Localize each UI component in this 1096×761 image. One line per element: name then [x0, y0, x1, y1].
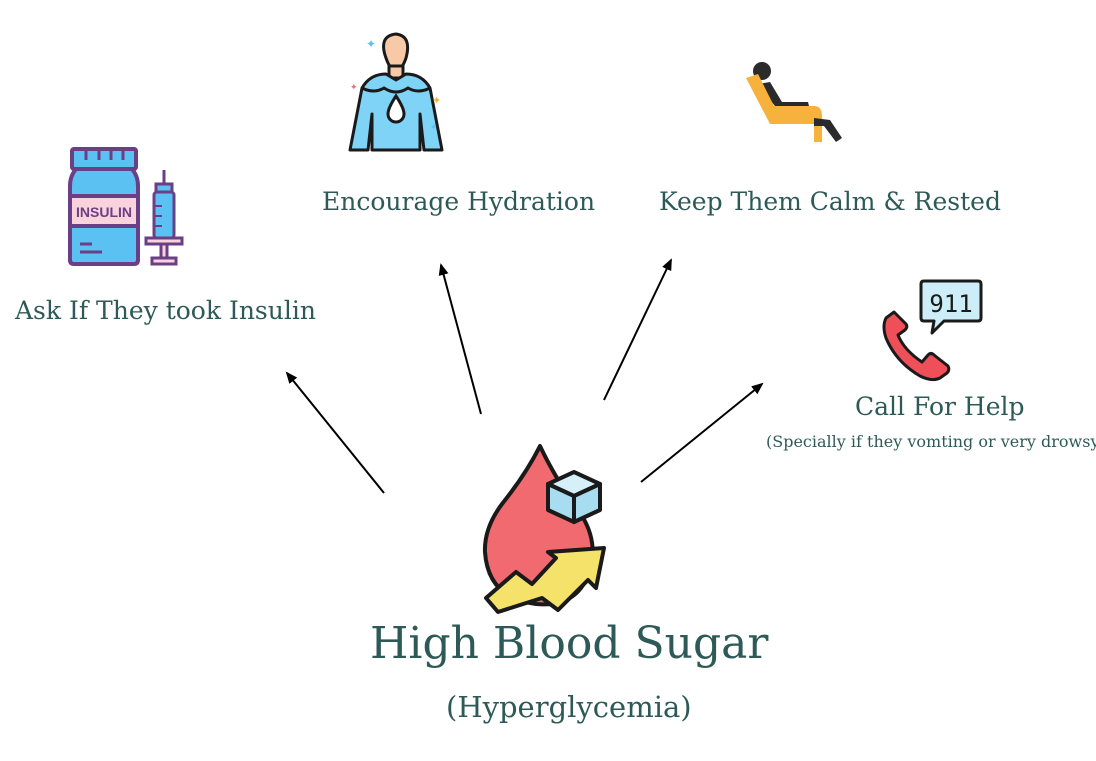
blood-sugar-illustration: [482, 444, 606, 614]
help-label: Call For Help: [855, 392, 1025, 421]
svg-text:✦: ✦: [350, 83, 358, 93]
main-title: High Blood Sugar: [370, 618, 769, 669]
calm-label: Keep Them Calm & Rested: [659, 187, 1001, 216]
sugar-cube-icon: [546, 470, 602, 524]
hydration-label: Encourage Hydration: [322, 187, 596, 216]
phone-icon: [882, 310, 951, 382]
svg-text:✦: ✦: [432, 94, 441, 107]
reclining-chair-icon: [746, 62, 842, 142]
speech-bubble-icon: 911: [919, 279, 983, 335]
main-subtitle: (Hyperglycemia): [446, 690, 692, 724]
arrow-to-calm: [603, 258, 672, 401]
svg-text:✦: ✦: [430, 123, 438, 133]
hydrated-person-icon: ✦ ✦ ✦ ✦: [348, 32, 444, 152]
syringe-icon: [144, 170, 184, 266]
help-note: (Specially if they vomting or very drows…: [766, 432, 1096, 451]
rising-arrow-icon: [484, 546, 606, 614]
insulin-bottle-text: INSULIN: [76, 204, 132, 220]
svg-text:✦: ✦: [366, 37, 376, 51]
arrow-to-hydration: [438, 263, 482, 415]
arrow-to-help: [640, 382, 764, 483]
bubble-911-text: 911: [929, 290, 972, 318]
insulin-bottle-icon: INSULIN: [68, 147, 140, 266]
insulin-label: Ask If They took Insulin: [15, 296, 316, 325]
arrow-to-insulin: [285, 371, 385, 494]
